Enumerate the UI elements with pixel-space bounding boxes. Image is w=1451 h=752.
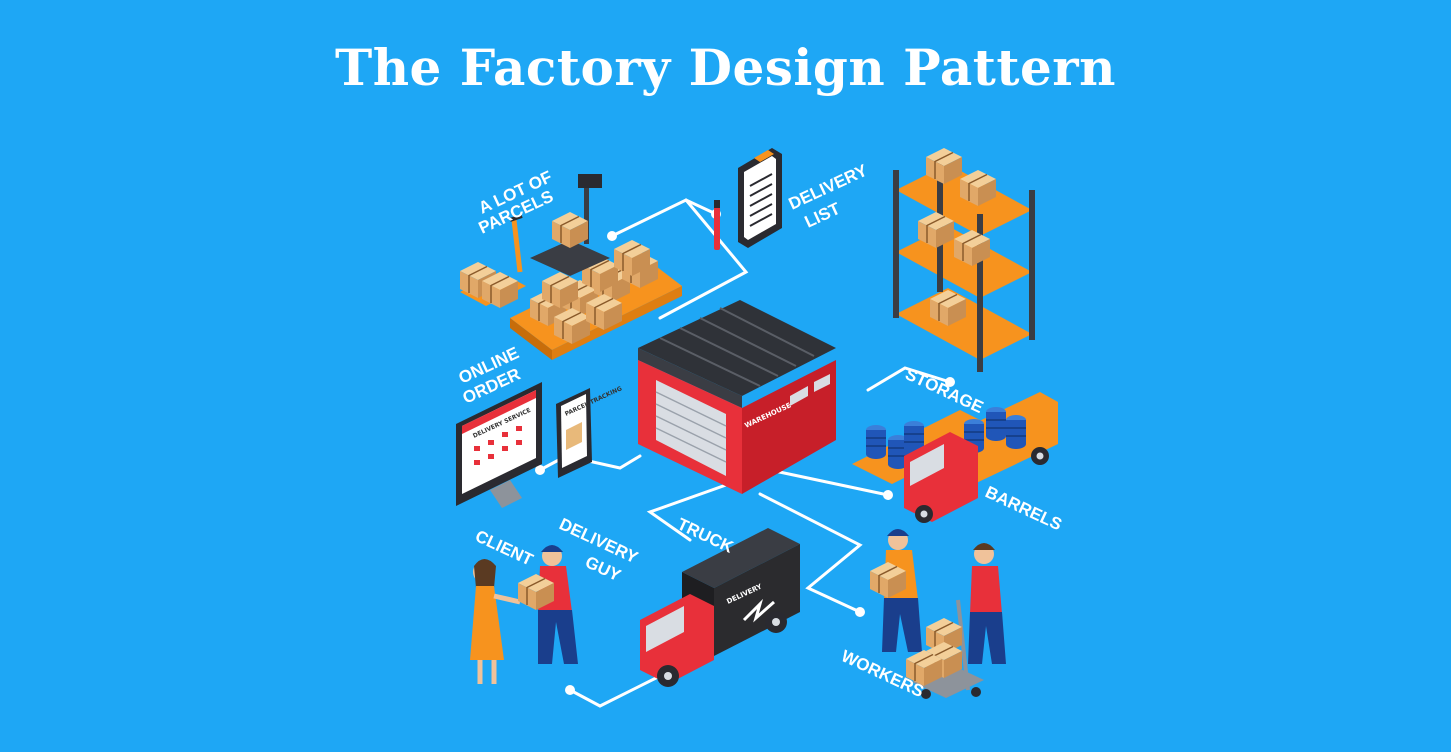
page-title: The Factory Design Pattern [334, 38, 1117, 97]
worker-orange [869, 529, 922, 652]
delivery-guy-person [517, 545, 578, 664]
online-order-devices [456, 382, 592, 508]
truck-label: TRUCK [674, 514, 737, 557]
parcels-group [459, 174, 682, 360]
barrels-truck [852, 392, 1058, 523]
worker-hand-truck [905, 543, 1006, 699]
storage-label: STORAGE [902, 364, 986, 417]
client-person [470, 559, 521, 684]
delivery-truck [640, 528, 800, 687]
connector-lines [538, 198, 952, 708]
barrels-label: BARRELS [982, 482, 1065, 534]
delivery-list-clipboard [714, 148, 782, 250]
warehouse [638, 300, 836, 494]
storage-shelving [893, 147, 1035, 372]
